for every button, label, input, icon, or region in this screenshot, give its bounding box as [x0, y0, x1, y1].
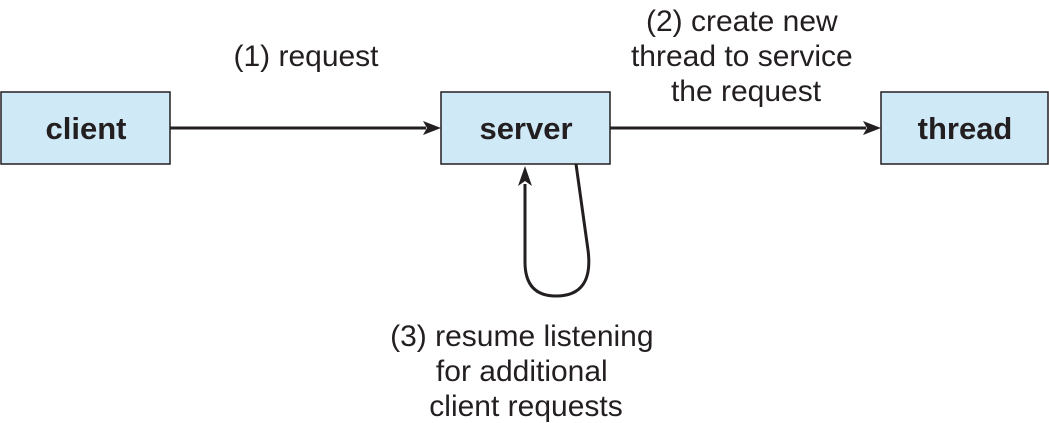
client-label: client	[46, 111, 127, 146]
thread-box	[880, 91, 1049, 165]
client-box	[0, 91, 171, 165]
create-thread-edge	[610, 121, 881, 135]
resume-listening-label-line-2: for additional	[436, 355, 608, 388]
server-box	[440, 91, 611, 165]
thread-node: thread	[880, 91, 1049, 165]
resume-listening-label: (3) resume listening for additional clie…	[390, 320, 662, 423]
resume-listening-arrow-head	[518, 166, 532, 186]
create-thread-label: (2) create new thread to service the req…	[631, 5, 861, 108]
request-arrow-head	[423, 121, 441, 135]
request-label: (1) request	[233, 40, 379, 73]
create-thread-label-line-1: (2) create new	[646, 5, 838, 38]
thread-label: thread	[918, 111, 1013, 146]
request-edge	[170, 121, 441, 135]
create-thread-label-line-3: the request	[671, 75, 822, 108]
resume-listening-label-line-1: (3) resume listening	[390, 320, 653, 353]
server-node: server	[440, 91, 611, 165]
create-thread-arrow-head	[863, 121, 881, 135]
client-node: client	[0, 91, 171, 165]
create-thread-label-line-2: thread to service	[631, 40, 853, 73]
server-label: server	[479, 111, 572, 146]
resume-listening-loop-path	[523, 163, 591, 298]
resume-listening-loop	[518, 163, 591, 298]
resume-listening-label-line-3: client requests	[429, 390, 622, 423]
